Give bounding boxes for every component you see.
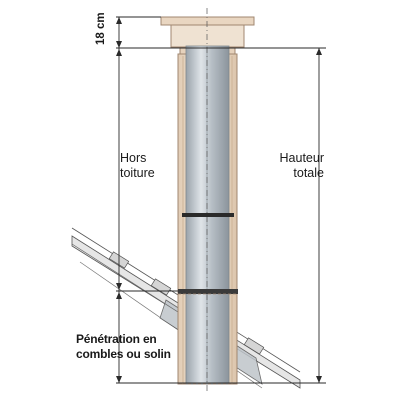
arrow-pen-top — [116, 292, 122, 299]
label-hauteur-totale: Hauteur totale — [258, 151, 324, 181]
label-penetration: Pénétration en combles ou solin — [76, 332, 171, 362]
arrow-total-bottom — [316, 376, 322, 383]
label-18cm: 18 cm — [95, 12, 107, 45]
arrow-18cm-top — [116, 17, 122, 24]
roof-batten-line — [71, 243, 179, 313]
arrow-pen-bottom — [116, 376, 122, 383]
label-hors-line2: toiture — [120, 166, 155, 180]
dimension-arrows — [116, 17, 322, 383]
arrow-hors-top — [116, 49, 122, 56]
label-hors-toiture: Hors toiture — [120, 151, 155, 181]
pipe-band-middle — [182, 213, 234, 217]
cap-top — [160, 16, 255, 26]
arrow-18cm-bottom — [116, 41, 122, 48]
label-hors-line1: Hors — [120, 151, 147, 165]
arrow-total-top — [316, 48, 322, 55]
arrow-hors-bottom — [116, 283, 122, 290]
label-penetration-line1: Pénétration en — [76, 332, 157, 346]
roof-tile — [243, 337, 265, 355]
label-penetration-line2: combles ou solin — [76, 347, 171, 361]
dimensions — [116, 16, 326, 384]
penetration-segment-outline — [177, 293, 238, 385]
label-hauteur-line2: totale — [293, 166, 324, 180]
label-hauteur-line1: Hauteur — [279, 151, 324, 165]
cap-body — [170, 24, 245, 48]
pipe-band-lower — [178, 289, 238, 294]
